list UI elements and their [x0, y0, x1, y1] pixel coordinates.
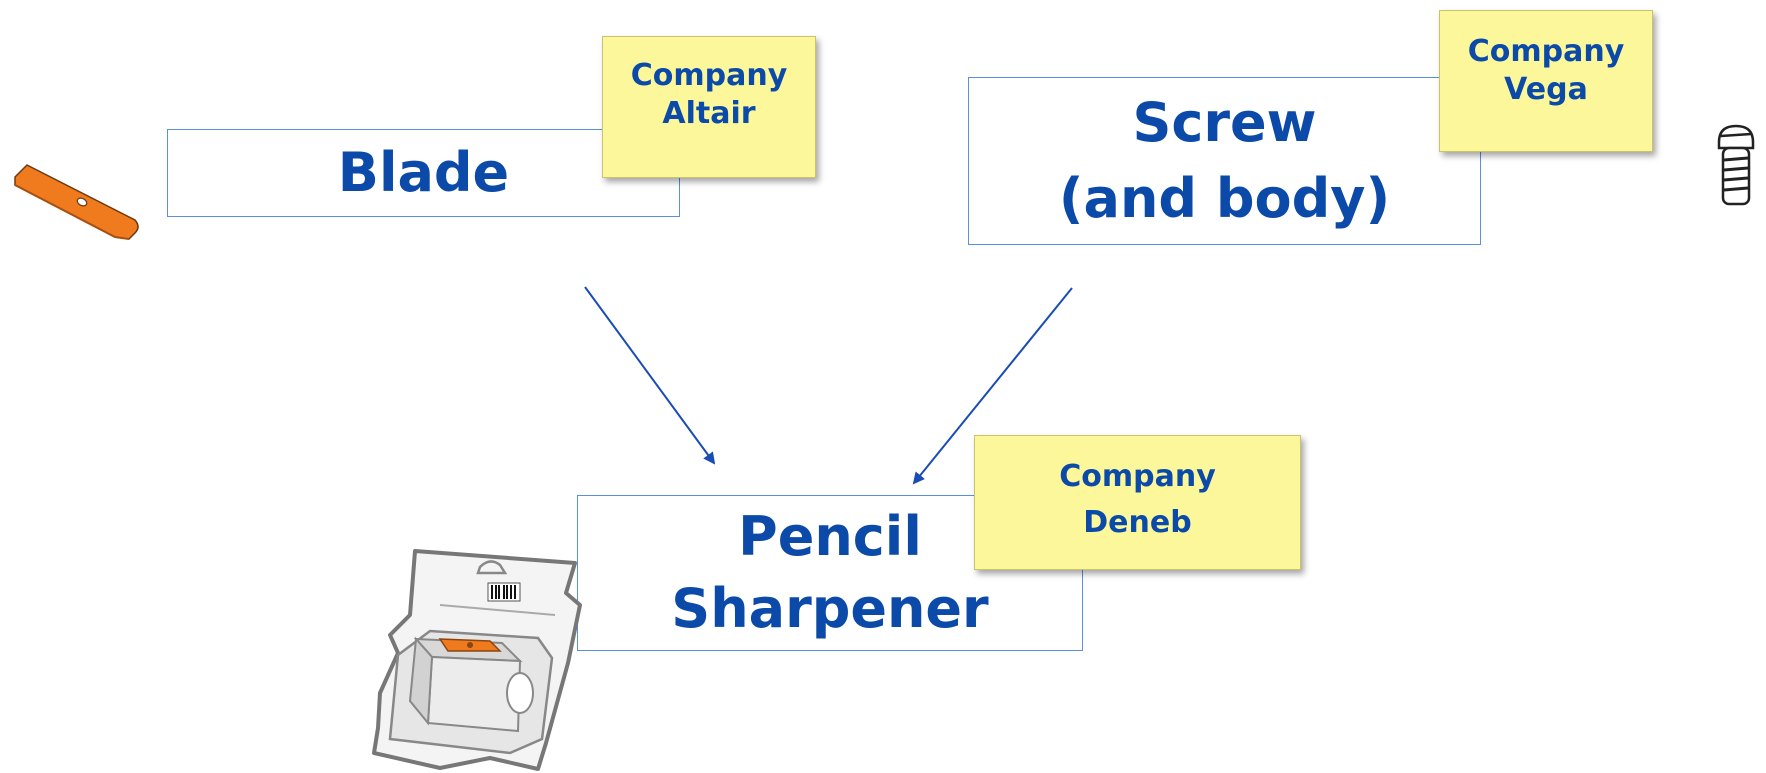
blade-label: Blade — [337, 140, 510, 204]
blade-icon — [14, 164, 139, 240]
arrow-screw-to-sharpener — [912, 287, 1073, 485]
pencil-sharpener-box: Pencil Sharpener — [577, 495, 1083, 651]
sharpener-label-line2: Sharpener — [671, 577, 989, 640]
company-deneb-line1: Company — [1059, 459, 1216, 494]
screw-label-line1: Screw — [1132, 91, 1317, 154]
company-vega-line1: Company — [1467, 34, 1625, 69]
screw-label-line2: (and body) — [1058, 167, 1391, 230]
arrow-blade-to-sharpener — [584, 286, 716, 465]
blade-box: Blade — [167, 129, 680, 217]
company-vega-note: Company Vega — [1439, 10, 1653, 152]
pencil-sharpener-package-icon — [372, 549, 582, 771]
screw-box: Screw (and body) — [968, 77, 1481, 245]
company-deneb-note: Company Deneb — [974, 435, 1301, 570]
company-vega-line2: Vega — [1504, 72, 1588, 107]
company-deneb-line2: Deneb — [1083, 505, 1192, 540]
company-altair-line2: Altair — [662, 96, 756, 131]
company-altair-note: Company Altair — [602, 36, 816, 178]
sharpener-label-line1: Pencil — [738, 505, 922, 568]
company-altair-line1: Company — [630, 58, 788, 93]
screw-icon — [1717, 124, 1755, 206]
